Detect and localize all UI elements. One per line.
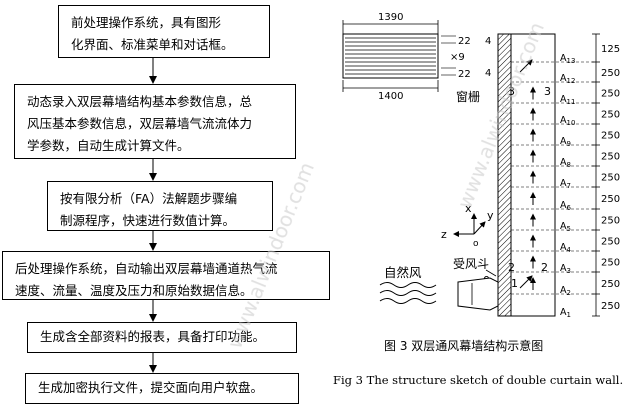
level-label: A7 <box>560 178 571 190</box>
dimension-value: 250 <box>601 194 620 205</box>
level-label: A2 <box>560 285 571 297</box>
flow-step-2: 动态录入双层幕墙结构基本参数信息，总 风压基本参数信息，双层幕墙气流流体力 学参… <box>14 84 296 159</box>
wind-scoop-leader <box>485 269 497 277</box>
dimension-value: 250 <box>601 110 620 121</box>
dimension-value: 250 <box>601 68 620 79</box>
flow-step-4: 后处理操作系统，自动输出双层幕墙通道热气流 速度、流量、温度及压力和原始数据信息… <box>2 251 330 300</box>
level-label: A13 <box>560 53 575 65</box>
level-label: A9 <box>560 136 571 148</box>
level-label: A4 <box>560 242 572 254</box>
dimension-value: 250 <box>601 301 620 312</box>
node-3-right: 3 <box>544 85 551 98</box>
wind-scoop <box>457 277 499 311</box>
wind-inlet: 自然风 受风斗 <box>379 257 499 311</box>
flow-step-2-line-3: 学参数，自动生成计算文件。 <box>27 138 190 153</box>
dimension-value: 250 <box>601 152 620 163</box>
level-label: A5 <box>560 221 571 233</box>
axis-triad: x y z o <box>441 202 494 249</box>
natural-wind-label: 自然风 <box>384 265 422 280</box>
level-label: A8 <box>560 157 571 169</box>
flow-step-2-line-1: 动态录入双层幕墙结构基本参数信息，总 <box>27 94 253 109</box>
dimension-value: 250 <box>601 89 620 100</box>
grille-frame <box>342 33 439 79</box>
flow-step-3-line-1: 按有限分析（FA）法解题步骤编 <box>60 191 238 206</box>
caption-chinese: 图 3 双层通风幕墙结构示意图 <box>384 338 543 353</box>
dimension-value: 125 <box>601 44 620 55</box>
wind-scoop-label: 受风斗 <box>453 257 489 271</box>
grille-slats <box>345 37 436 75</box>
grille-dim-top: 1390 <box>378 12 403 23</box>
node-2-right: 2 <box>541 261 548 274</box>
flow-step-6-line-1: 生成加密执行文件，提交面向用户软盘。 <box>38 380 264 395</box>
air-channel <box>510 33 556 317</box>
flow-step-1-line-2: 化界面、标准菜单和对话框。 <box>71 37 234 52</box>
axis-y-label: y <box>487 209 494 222</box>
flow-step-4-line-2: 速度、流量、温度及压力和原始数据信息。 <box>15 283 253 298</box>
dimension-value: 250 <box>601 173 620 184</box>
flow-step-3: 按有限分析（FA）法解题步骤编 制源程序，快速进行数值计算。 <box>47 181 273 231</box>
grille-detail: 1390 1400 22 ×9 22 4 4 窗栅 <box>342 12 491 104</box>
flow-step-5-line-1: 生成含全部资料的报表，具备打印功能。 <box>40 329 266 344</box>
grille-side-bottom: 4 <box>485 68 491 79</box>
level-label: A12 <box>560 73 575 85</box>
watermark-2: www.alwindoor.com <box>222 159 319 352</box>
dimension-value: 250 <box>601 237 620 248</box>
grille-label: 窗栅 <box>456 89 480 104</box>
node-1: 1 <box>511 277 518 290</box>
grille-dim-c: 22 <box>458 69 471 80</box>
axis-x-label: x <box>465 202 472 215</box>
level-label: A1 <box>560 307 571 319</box>
dimension-value: 250 <box>601 216 620 227</box>
axis-z-label: z <box>441 228 447 241</box>
flow-step-1: 前处理操作系统，具有图形 化界面、标准菜单和对话框。 <box>58 5 270 58</box>
dimension-value: 250 <box>601 279 620 290</box>
wind-wave-1 <box>379 282 437 288</box>
level-label: A10 <box>560 115 575 127</box>
flow-step-5: 生成含全部资料的报表，具备打印功能。 <box>27 322 297 353</box>
flow-step-6: 生成加密执行文件，提交面向用户软盘。 <box>25 373 299 404</box>
top-outflow-arrow <box>519 59 533 73</box>
axis-y-arrow <box>473 221 486 235</box>
node-3-left: 3 <box>508 85 515 98</box>
wind-wave-2 <box>379 290 437 296</box>
axis-origin-label: o <box>473 239 479 249</box>
level-label: A6 <box>560 200 572 212</box>
caption-english: Fig 3 The structure sketch of double cur… <box>333 373 623 387</box>
node-2-left: 2 <box>508 261 515 274</box>
grille-side-top: 4 <box>485 36 491 47</box>
grille-dim-a: 22 <box>458 36 471 47</box>
wall-dimensions: 125 250 250 250 250 250 250 250 250 250 250 250 250 <box>592 33 620 317</box>
dimension-value: 250 <box>601 258 620 269</box>
wind-wave-3 <box>379 298 437 304</box>
flow-step-4-line-1: 后处理操作系统，自动输出双层幕墙通道热气流 <box>15 261 278 276</box>
flow-step-1-line-1: 前处理操作系统，具有图形 <box>71 15 222 30</box>
flow-step-2-line-2: 风压基本参数信息，双层幕墙气流流体力 <box>27 116 253 131</box>
dimension-value: 250 <box>601 131 620 142</box>
bottom-inflow-arrow <box>519 275 533 289</box>
flow-step-3-line-2: 制源程序，快速进行数值计算。 <box>60 213 236 228</box>
level-label: A11 <box>560 94 575 106</box>
level-label: A3 <box>560 263 571 275</box>
grille-dim-b: ×9 <box>450 52 465 63</box>
grille-dim-bottom: 1400 <box>378 91 403 102</box>
